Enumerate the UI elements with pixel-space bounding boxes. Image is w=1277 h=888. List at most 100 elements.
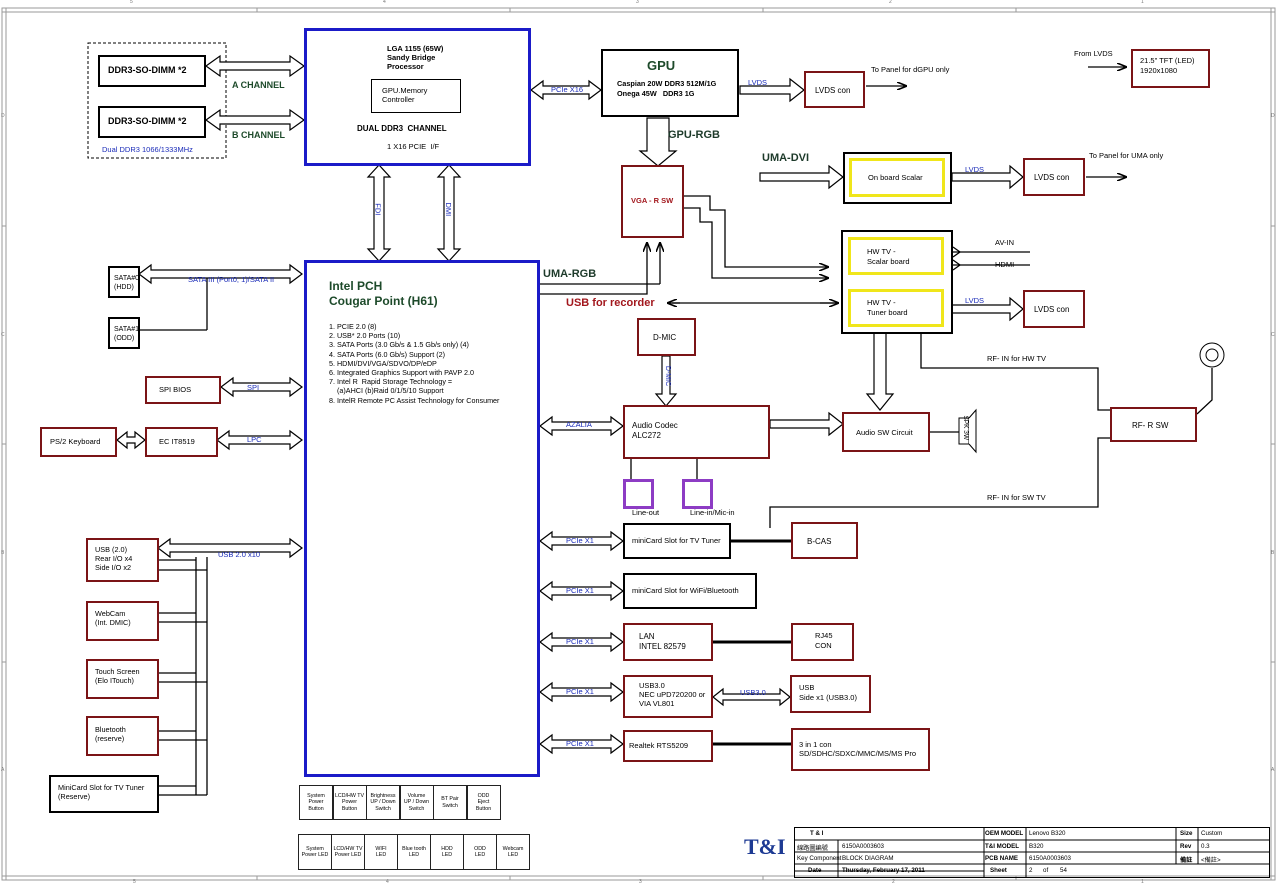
- usb-recorder-label: USB for recorder: [566, 297, 655, 309]
- pch-feature-item: (a)AHCI (b)Raid 0/1/5/10 Support: [329, 386, 444, 396]
- sata0-label-1: SATA#0: [114, 275, 140, 282]
- usb30-side-box: USB Side x1 (USB3.0): [790, 675, 871, 713]
- oem-value: Lenovo B320: [1029, 830, 1066, 837]
- remark-label: 備註: [1180, 857, 1193, 864]
- border-col-4: 4: [383, 0, 386, 5]
- to-panel-dgpu: To Panel for dGPU only: [871, 65, 950, 74]
- led-cell: WIFI LED: [364, 834, 398, 870]
- to-panel-uma: To Panel for UMA only: [1089, 151, 1164, 160]
- key-component-label: Key Component: [797, 855, 842, 862]
- dmic-label: D-MIC: [653, 333, 677, 342]
- gpu-line-1: Caspian 20W DDR3 512M/1G: [617, 79, 717, 88]
- border-row-a-right: A: [1271, 767, 1275, 773]
- company-logo: T&I: [740, 826, 796, 876]
- scalar-lvds-con: LVDS con: [1023, 158, 1085, 196]
- logo-text: T&I: [744, 834, 786, 859]
- card-reader-box: 3 in 1 con SD/SDHC/SDXC/MMC/MS/MS Pro: [791, 728, 930, 771]
- usb20-label-3: Side I/O x2: [95, 563, 132, 572]
- pcb-label: PCB NAME: [985, 855, 1019, 862]
- rj45-label-1: RJ45: [815, 631, 833, 640]
- cpu-pcie: 1 X16 PCIE I/F: [387, 142, 440, 151]
- border-col-1: 1: [1141, 0, 1144, 5]
- minicard-tv-tuner-box: miniCard Slot for TV Tuner: [623, 523, 731, 559]
- speaker-label: SPK 3W: [962, 415, 970, 441]
- gpu-lvds-con-label: LVDS con: [815, 86, 851, 95]
- controller-line-2: Controller: [382, 95, 415, 104]
- touch-screen-box: Touch Screen (Elo ITouch): [86, 659, 159, 699]
- cpu-title-2: Sandy Bridge: [387, 53, 436, 62]
- onboard-scalar-label: On board Scalar: [868, 173, 923, 182]
- border-col-5: 5: [130, 0, 133, 5]
- pch-feature-item: 4. SATA Ports (6.0 Gb/s) Support (2): [329, 349, 445, 359]
- bluetooth-label-2: (reserve): [95, 734, 125, 743]
- usb30-chip-box: USB3.0 NEC uPD720200 or VIA VL801: [623, 675, 713, 718]
- spi-label: SPI: [247, 383, 260, 392]
- border-row-c-right: C: [1271, 332, 1275, 338]
- tft-line-2: 1920x1080: [1140, 66, 1178, 75]
- cpu-title-1: LGA 1155 (65W): [387, 44, 444, 53]
- usb30-chip-label-1: USB3.0: [639, 681, 665, 690]
- usb30-side-label-1: USB: [799, 683, 815, 692]
- border-col-2-bottom: 2: [892, 879, 895, 885]
- border-row-b: B: [1, 550, 5, 556]
- card-reader-label-1: 3 in 1 con: [799, 740, 832, 749]
- hw-tv-tuner-box: HW TV - Tuner board: [848, 289, 944, 327]
- pch-feature-item: 5. HDMI/DVI/VGA/SDVO/DP/eDP: [329, 358, 437, 368]
- sata1-label-2: (ODD): [114, 335, 135, 342]
- gpu-lvds-con: LVDS con: [804, 71, 865, 108]
- sata-bus-label: SATA III (Port0, 1)/SATA II: [188, 275, 275, 284]
- border-col-3-bottom: 3: [639, 879, 642, 885]
- lan-label-2: INTEL 82579: [639, 642, 686, 651]
- tuner-lvds-con: LVDS con: [1023, 290, 1085, 328]
- av-in-label: AV-IN: [995, 238, 1015, 247]
- scalar-lvds-label: LVDS: [965, 165, 985, 174]
- from-lvds-label: From LVDS: [1074, 49, 1113, 58]
- webcam-box: WebCam (Int. DMIC): [86, 601, 159, 641]
- sata0-box: SATA#0 (HDD): [108, 266, 140, 298]
- dimm-a-label: DDR3-SO-DIMM *2: [108, 65, 187, 75]
- minicard-reserve-label-1: MiniCard Slot for TV Tuner: [58, 783, 145, 792]
- pcie-x1-label-4: PCIe X1: [566, 687, 594, 696]
- cpu-box: LGA 1155 (65W) Sandy Bridge Processor GP…: [304, 28, 531, 166]
- rf-switch-label: RF- R SW: [1132, 421, 1169, 430]
- line-out-jack: [623, 479, 654, 509]
- hw-tv-scalar-1: HW TV -: [867, 247, 896, 256]
- touch-screen-label-1: Touch Screen: [95, 667, 140, 676]
- line-in-label: Line-in/Mic-in: [690, 508, 735, 517]
- rj45-label-2: CON: [815, 641, 832, 650]
- lan-box: LAN INTEL 82579: [623, 623, 713, 661]
- border-col-4-bottom: 4: [386, 879, 389, 885]
- minicard-tv-reserve-box: MiniCard Slot for TV Tuner (Reserve): [49, 775, 159, 813]
- controller-line-1: GPU.Memory: [382, 86, 428, 95]
- rj45-box: RJ45 CON: [791, 623, 854, 661]
- sata1-label-1: SATA#1: [114, 326, 140, 333]
- rf-in-hw-label: RF- IN for HW TV: [987, 354, 1047, 363]
- minicard-wifi-label: miniCard Slot for WiFi/Bluetooth: [632, 586, 739, 595]
- pch-feature-item: 3. SATA Ports (3.0 Gb/s & 1.5 Gb/s only)…: [329, 340, 469, 350]
- dimm-b-label: DDR3-SO-DIMM *2: [108, 116, 187, 126]
- dmi-label: DMI: [444, 202, 454, 217]
- usb20-bus-label: USB 2.0 x10: [218, 550, 261, 559]
- led-cell: LCD/HW TV Power LED: [331, 834, 365, 870]
- remark-value: <備註>: [1201, 857, 1221, 864]
- border-row-b-right: B: [1271, 550, 1275, 556]
- switch-cell: ODD Eject Button: [466, 785, 501, 820]
- pch-feature-item: 7. Intel R Rapid Storage Technology =: [329, 377, 453, 387]
- audio-codec-label-1: Audio Codec: [632, 421, 678, 430]
- onboard-scalar-box: On board Scalar: [849, 158, 945, 197]
- led-cell: Blue tooth LED: [397, 834, 431, 870]
- pcie-x1-label-2: PCIe X1: [566, 586, 594, 595]
- gpu-memory-controller: GPU.Memory Controller: [371, 79, 461, 113]
- audio-switch-box: Audio SW Circuit: [842, 412, 930, 452]
- usb30-side-label-2: Side x1 (USB3.0): [799, 693, 857, 702]
- minicard-reserve-label-2: (Reserve): [58, 792, 91, 801]
- uma-dvi-label: UMA-DVI: [762, 152, 810, 164]
- hw-tv-tuner-1: HW TV -: [867, 298, 896, 307]
- gpu-lvds-label: LVDS: [748, 78, 768, 87]
- lan-label-1: LAN: [639, 632, 655, 641]
- switch-cell: Brightness UP / Down Switch: [366, 785, 400, 820]
- pch-feature-item: 6. Integrated Graphics Support with PAVP…: [329, 368, 475, 378]
- switch-cell: System Power Button: [299, 785, 333, 820]
- led-cell: ODD LED: [463, 834, 497, 870]
